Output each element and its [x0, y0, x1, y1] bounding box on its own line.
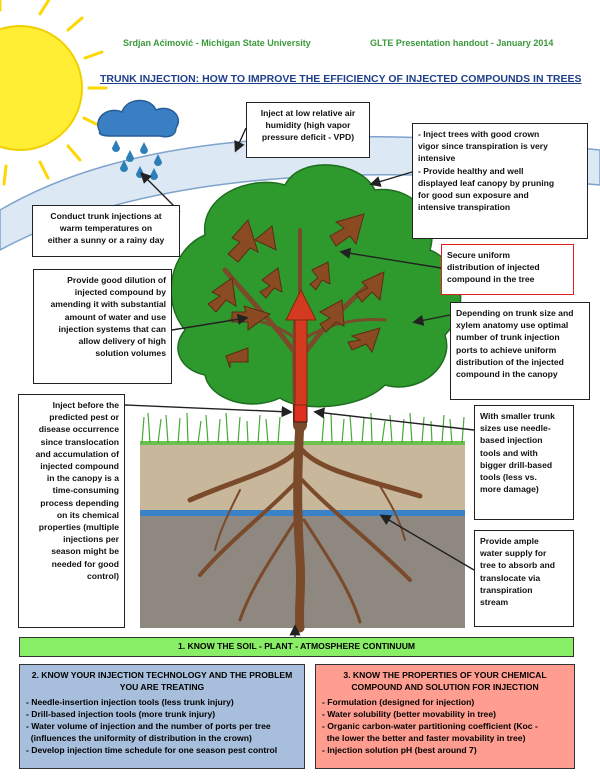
water-line: tree to absorb and: [480, 560, 555, 571]
ports-line: xylem anatomy use optimal: [456, 320, 569, 331]
sun-icon: [0, 0, 108, 186]
dilution-line: solution volumes: [95, 348, 166, 359]
humidity-box: Inject at low relative air humidity (hig…: [246, 102, 370, 158]
humidity-line: humidity (high vapor: [265, 120, 351, 131]
temperature-box: Conduct trunk injections at warm tempera…: [32, 205, 180, 257]
uniform-line: Secure uniform: [447, 250, 511, 260]
technology-section: 2. KNOW YOUR INJECTION TECHNOLOGY AND TH…: [19, 664, 305, 769]
timing-line: season might be: [51, 546, 119, 557]
ports-line: distribution of the injected: [456, 356, 564, 367]
dilution-box: Provide good dilution of injected compou…: [33, 269, 172, 384]
tools-line: tools (less vs.: [480, 472, 537, 483]
tools-line: With smaller trunk: [480, 411, 555, 421]
water-line: transpiration: [480, 584, 533, 595]
temperature-line: Conduct trunk injections at: [50, 211, 162, 221]
author-label: Srdjan Aćimović - Michigan State Univers…: [123, 38, 311, 48]
technology-item: - Drill-based injection tools (more trun…: [26, 708, 216, 719]
chemical-item: - Injection solution pH (best around 7): [322, 744, 477, 755]
chemical-item: the lower the better and faster movabili…: [322, 732, 526, 743]
tools-line: bigger drill-based: [480, 459, 553, 470]
timing-box: Inject before the predicted pest or dise…: [18, 394, 125, 628]
temperature-line: warm temperatures on: [59, 223, 153, 234]
main-flow-arrow: [285, 288, 317, 406]
injection-port: [293, 404, 308, 423]
vigor-line: intensive transpiration: [418, 202, 511, 213]
page-title: TRUNK INJECTION: HOW TO IMPROVE THE EFFI…: [100, 73, 582, 85]
dilution-line: amount of water and use: [64, 311, 166, 322]
ports-line: compound in the canopy: [456, 369, 558, 380]
technology-item: - Needle-insertion injection tools (less…: [26, 697, 234, 708]
chemical-heading: 3. KNOW THE PROPERTIES OF YOUR CHEMICAL: [343, 670, 547, 680]
timing-line: in the canopy is a: [46, 473, 119, 484]
technology-item: (influences the uniformity of distributi…: [26, 732, 252, 743]
timing-line: and accumulation of: [35, 448, 119, 459]
timing-line: Inject before the: [52, 400, 119, 410]
chemical-heading: COMPOUND AND SOLUTION FOR INJECTION: [351, 682, 539, 693]
humidity-line: pressure deficit - VPD): [261, 132, 355, 143]
chemical-item: - Formulation (designed for injection): [322, 697, 475, 708]
event-label: GLTE Presentation handout - January 2014: [370, 38, 554, 48]
dilution-line: allow delivery of high: [78, 336, 166, 347]
vigor-line: - Provide healthy and well: [418, 165, 524, 176]
vigor-line: intensive: [418, 153, 456, 164]
tools-line: sizes use needle-: [480, 423, 551, 434]
tools-line: tools and with: [480, 447, 538, 458]
timing-line: on its chemical: [56, 509, 119, 520]
water-table-line: [140, 510, 465, 516]
vigor-line: for good sun exposure and: [418, 190, 529, 201]
chemical-item: - Water solubility (better movability in…: [322, 708, 496, 719]
vigor-box: - Inject trees with good crown vigor sin…: [412, 123, 588, 239]
continuum-label: 1. KNOW THE SOIL - PLANT - ATMOSPHERE CO…: [177, 641, 416, 651]
tools-line: based injection: [480, 435, 543, 446]
timing-line: control): [87, 570, 119, 581]
water-line: stream: [480, 597, 509, 608]
technology-item: - Water volume of injection and the numb…: [26, 720, 271, 731]
timing-line: disease occurrence: [38, 424, 119, 435]
vigor-line: vigor since transpiration is very: [418, 141, 548, 152]
humidity-line: Inject at low relative air: [260, 108, 356, 118]
roots: [187, 415, 423, 633]
chemical-section: 3. KNOW THE PROPERTIES OF YOUR CHEMICAL …: [315, 664, 575, 769]
dilution-line: injection systems that can: [58, 323, 166, 334]
ports-box: Depending on trunk size and xylem anatom…: [450, 302, 590, 400]
water-supply-box: Provide ample water supply for tree to a…: [474, 530, 574, 627]
timing-line: process depending: [40, 497, 119, 508]
timing-line: properties (multiple: [38, 522, 119, 533]
uniform-line: distribution of injected: [447, 262, 540, 273]
timing-line: injections per: [63, 534, 119, 545]
temperature-line: either a sunny or a rainy day: [47, 235, 165, 246]
dilution-line: Provide good dilution of: [67, 275, 166, 285]
dilution-line: amending it with substantial: [50, 299, 166, 310]
timing-line: needed for good: [51, 558, 119, 569]
continuum-banner: 1. KNOW THE SOIL - PLANT - ATMOSPHERE CO…: [19, 637, 574, 657]
technology-heading: 2. KNOW YOUR INJECTION TECHNOLOGY AND TH…: [31, 670, 293, 680]
flow-arrows: [207, 213, 385, 369]
ports-line: Depending on trunk size and: [456, 308, 574, 318]
timing-line: predicted pest or: [49, 412, 119, 423]
vigor-line: - Inject trees with good crown: [418, 129, 540, 139]
timing-line: since translocation: [40, 436, 119, 447]
vigor-line: displayed leaf canopy by pruning: [418, 177, 555, 188]
rain-cloud-icon: [97, 99, 179, 180]
water-line: Provide ample: [480, 536, 539, 546]
dilution-line: injected compound by: [74, 287, 166, 298]
uniform-line: compound in the tree: [447, 274, 535, 285]
timing-line: time-consuming: [52, 485, 119, 496]
technology-item: - Develop injection time schedule for on…: [26, 744, 278, 755]
tools-box: With smaller trunk sizes use needle- bas…: [474, 405, 574, 520]
timing-line: injected compound: [40, 461, 119, 472]
technology-heading: YOU ARE TREATING: [119, 682, 205, 693]
uniform-box: Secure uniform distribution of injected …: [441, 244, 574, 295]
chemical-item: - Organic carbon-water partitioning coef…: [322, 720, 538, 731]
water-line: translocate via: [480, 572, 541, 583]
ports-line: ports to achieve uniform: [456, 344, 557, 355]
water-line: water supply for: [480, 548, 547, 559]
tools-line: more damage): [480, 484, 539, 495]
ports-line: number of trunk injection: [456, 332, 560, 343]
